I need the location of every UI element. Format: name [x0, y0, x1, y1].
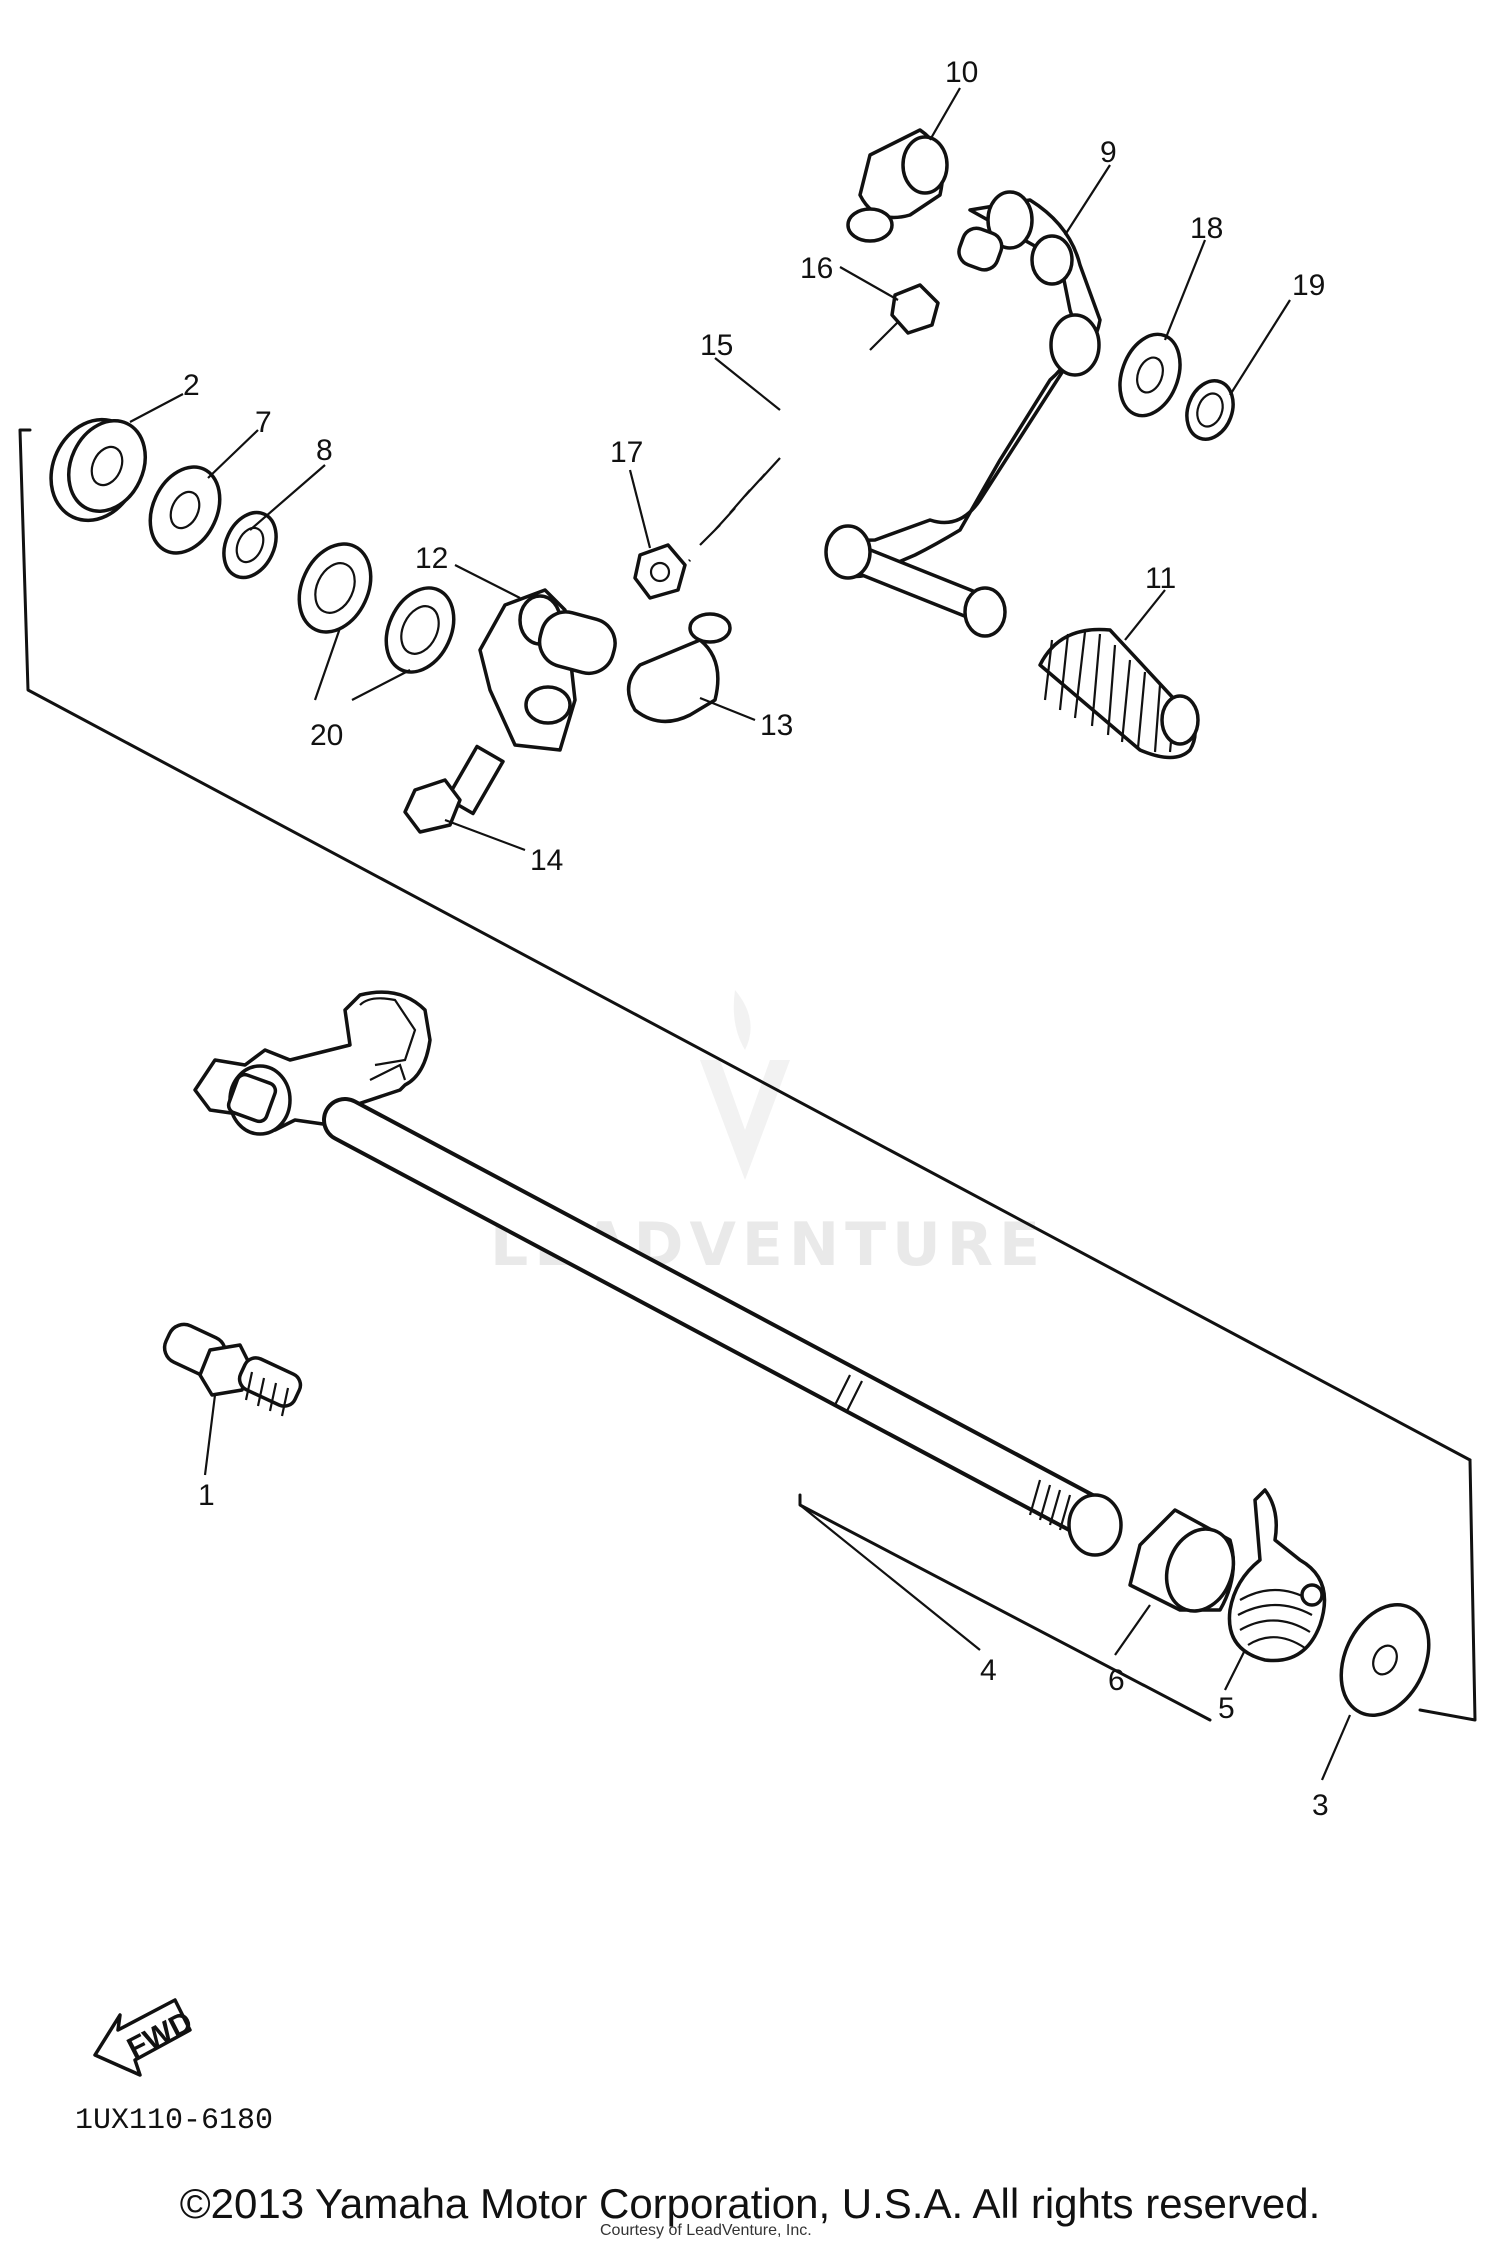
fwd-arrow-icon: FWD — [93, 1998, 198, 2077]
part-8-circlip — [222, 510, 278, 580]
callout-1: 1 — [198, 1479, 215, 1512]
part-14-bolt — [403, 744, 505, 834]
callout-4: 4 — [980, 1654, 997, 1687]
callout-12: 12 — [415, 542, 448, 575]
part-13-boot — [626, 612, 732, 724]
part-9-shift-pedal — [824, 190, 1102, 638]
callout-3: 3 — [1312, 1789, 1329, 1822]
diagram-code: 1UX110-6180 — [75, 2104, 273, 2138]
part-6-collar — [1128, 1508, 1236, 1613]
callout-10: 10 — [945, 56, 978, 89]
callout-7: 7 — [255, 406, 272, 439]
part-5-spring — [1227, 1488, 1327, 1663]
callout-5: 5 — [1218, 1692, 1235, 1725]
callout-8: 8 — [316, 434, 333, 467]
part-19-clip — [1185, 379, 1235, 441]
callout-13: 13 — [760, 709, 793, 742]
callout-6: 6 — [1108, 1664, 1125, 1697]
part-17-nut — [633, 543, 687, 600]
part-10-joint — [846, 128, 949, 243]
copyright-notice: ©2013 Yamaha Motor Corporation, U.S.A. A… — [179, 2180, 1321, 2227]
callout-17: 17 — [610, 436, 643, 469]
part-18-washer — [1118, 332, 1182, 418]
callout-9: 9 — [1100, 136, 1117, 169]
part-15-shift-rod — [684, 310, 911, 565]
part-16-nut — [890, 283, 940, 335]
callout-18: 18 — [1190, 212, 1223, 245]
callout-16: 16 — [800, 252, 833, 285]
callout-14: 14 — [530, 844, 563, 877]
upper-group-bracket — [18, 428, 1472, 1462]
part-20-bearings — [297, 542, 456, 674]
callout-11: 11 — [1145, 562, 1176, 595]
part-7-washer — [148, 465, 222, 555]
callout-20: 20 — [310, 719, 343, 752]
callout-2: 2 — [183, 369, 200, 402]
part-2-oil-seal — [49, 417, 147, 523]
watermark-logo — [700, 990, 790, 1180]
courtesy-notice: Courtesy of LeadVenture, Inc. — [600, 2222, 812, 2239]
part-3-washer — [1339, 1603, 1431, 1717]
part-4-shift-shaft — [193, 990, 1123, 1557]
part-12-lever — [478, 588, 617, 752]
part-1-stud-bolt — [162, 1322, 303, 1417]
callout-19: 19 — [1292, 269, 1325, 302]
leader-lines — [129, 87, 1352, 1781]
part-11-rubber — [1038, 627, 1200, 760]
callout-15: 15 — [700, 329, 733, 362]
